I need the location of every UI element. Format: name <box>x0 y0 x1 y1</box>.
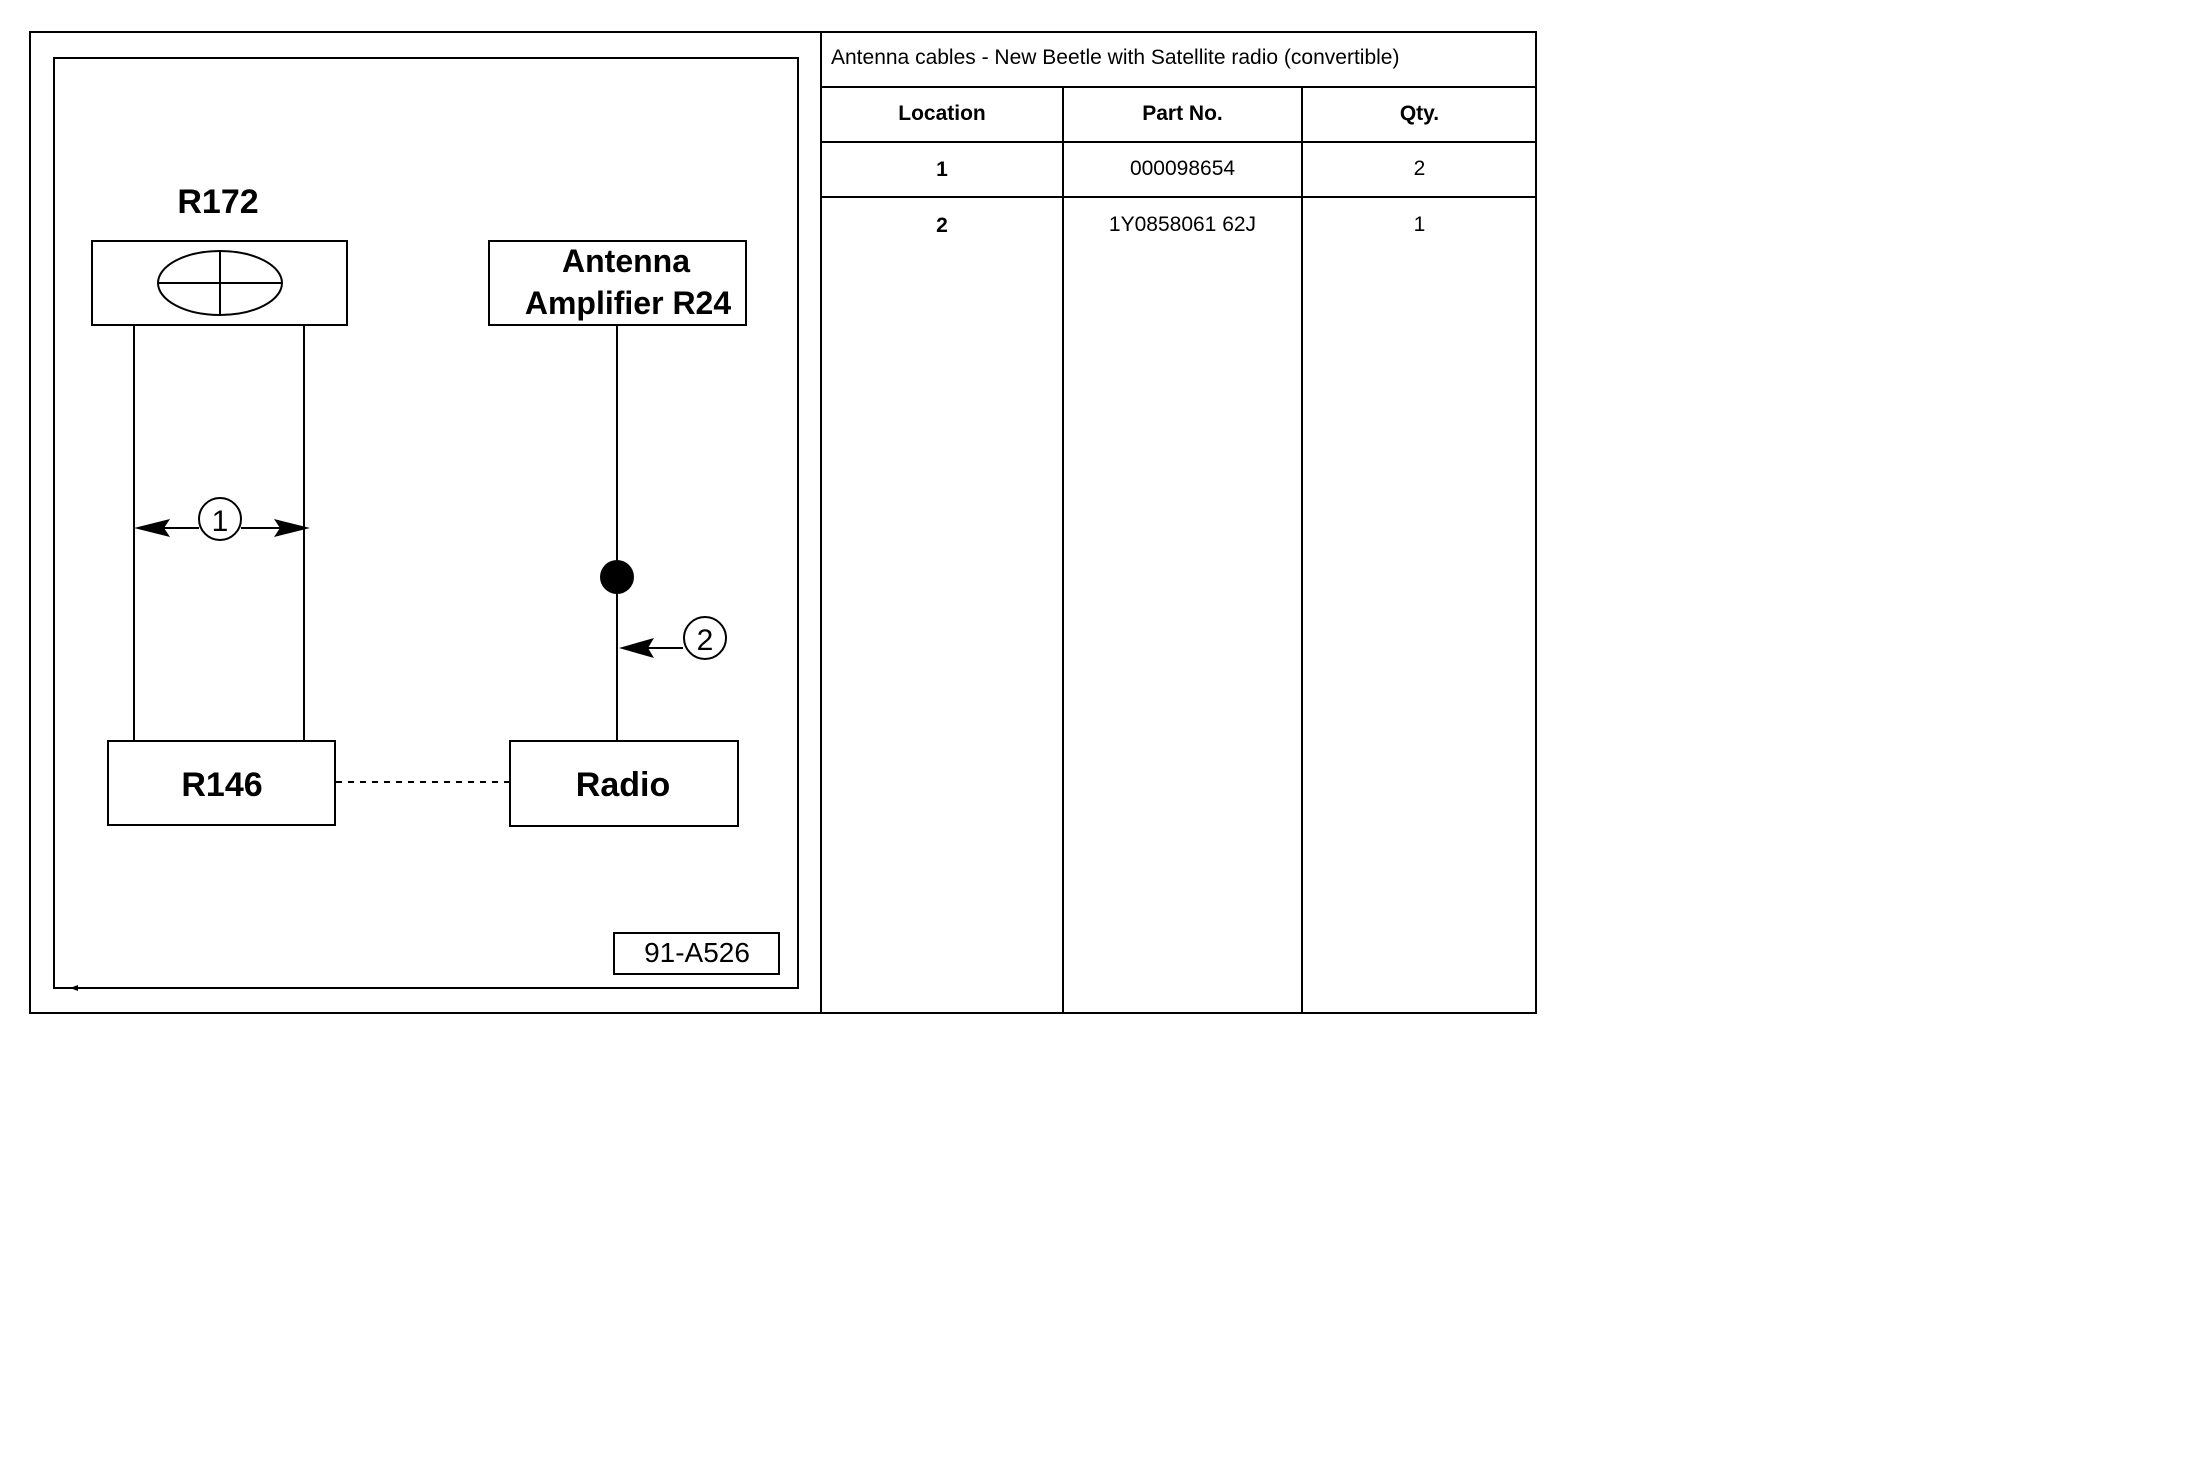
r172-label: R172 <box>177 183 258 221</box>
satellite-antenna-icon <box>157 250 283 316</box>
parts-table: Antenna cables - New Beetle with Satelli… <box>821 31 1537 1014</box>
page-frame <box>29 31 1537 1014</box>
antenna-amplifier-label-line2: Amplifier R24 <box>525 285 731 321</box>
antenna-amplifier-box: Antenna Amplifier R24 <box>488 240 747 326</box>
antenna-cable-diagram: R172 Antenna Amplifier R24 1 2 <box>53 31 1537 1014</box>
radio-label: Radio <box>576 766 670 804</box>
callout-1: 1 <box>134 497 310 541</box>
header-location: Location <box>898 102 986 125</box>
callout-2-label: 2 <box>697 624 714 657</box>
r172-box <box>91 240 348 326</box>
small-arrow-icon <box>70 985 78 991</box>
header-part-no: Part No. <box>1142 102 1223 125</box>
callout-1-label: 1 <box>212 505 229 538</box>
drawing-frame <box>53 57 799 989</box>
header-qty: Qty. <box>1399 102 1440 125</box>
callout-2: 2 <box>619 616 727 660</box>
radio-box: Radio <box>509 740 739 827</box>
table-grid <box>820 31 1537 1014</box>
figure-id-box: 91-A526 <box>613 932 780 975</box>
row-part-no: 000098654 <box>1129 157 1236 180</box>
r146-label: R146 <box>181 766 262 804</box>
row-part-no: 1Y0858061 62J <box>1108 213 1257 236</box>
connector-dot <box>600 560 634 594</box>
arrow-right-icon <box>274 519 310 537</box>
antenna-amplifier-label-line1: Antenna <box>562 243 690 279</box>
row-location: 1 <box>936 158 948 181</box>
row-qty: 1 <box>1413 213 1426 236</box>
arrow-left-icon <box>619 638 654 658</box>
row-qty: 2 <box>1413 157 1426 180</box>
r146-box: R146 <box>107 740 336 826</box>
row-location: 2 <box>936 214 948 237</box>
arrow-left-icon <box>134 519 170 537</box>
table-title: Antenna cables - New Beetle with Satelli… <box>831 46 1400 69</box>
figure-id: 91-A526 <box>644 937 750 968</box>
